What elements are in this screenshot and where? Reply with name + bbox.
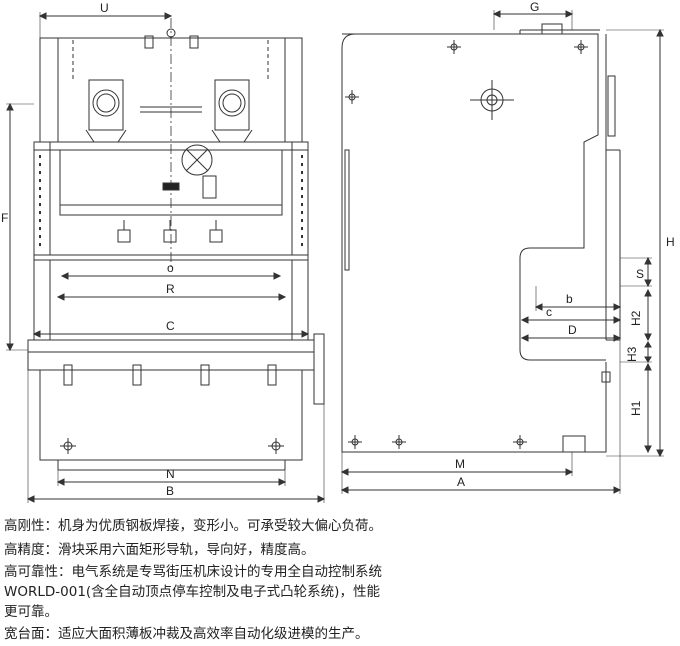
dim-label-c: C bbox=[166, 319, 175, 333]
dim-label-c-side: c bbox=[546, 305, 552, 319]
dim-label-f: F bbox=[1, 211, 8, 225]
feature-reliability-line2: WORLD-001(含全自动顶点停车控制及电子式凸轮系统)，性能 bbox=[4, 584, 380, 600]
feature-reliability-line3: 更可靠。 bbox=[4, 604, 58, 620]
dimension-labels: U F o R C N B G H S b c D H2 H3 H1 M A bbox=[1, 0, 675, 498]
dim-label-n: N bbox=[166, 467, 175, 481]
dim-label-h: H bbox=[666, 235, 675, 249]
dim-label-s: S bbox=[636, 267, 644, 281]
press-machine-drawing: U F o R C N B G H S b c D H2 H3 H1 M A bbox=[1, 0, 675, 503]
dim-label-h2: H2 bbox=[629, 310, 643, 326]
front-view bbox=[6, 12, 326, 503]
dim-label-b-side: b bbox=[566, 292, 573, 306]
feature-reliability-line1: 高可靠性：电气系统是专骂街压机床设计的专用全自动控制系统 bbox=[4, 564, 382, 580]
dim-label-d: D bbox=[568, 323, 577, 337]
dim-label-h3: H3 bbox=[625, 346, 639, 362]
dim-label-b-front: B bbox=[166, 484, 174, 498]
dim-label-u: U bbox=[100, 1, 109, 15]
dim-label-a: A bbox=[457, 475, 465, 489]
feature-precision: 高精度：滑块采用六面矩形导轨，导向好，精度高。 bbox=[4, 542, 315, 558]
dim-label-o: o bbox=[167, 261, 174, 275]
feature-wide-table: 宽台面：适应大面积薄板冲裁及高效率自动化级进模的生产。 bbox=[4, 626, 369, 642]
dim-label-m: M bbox=[455, 457, 465, 471]
dim-label-g: G bbox=[530, 0, 539, 14]
dim-label-h1: H1 bbox=[629, 400, 643, 416]
feature-rigidity: 高刚性：机身为优质钢板焊接，变形小。可承受较大偏心负荷。 bbox=[4, 518, 382, 534]
dim-label-r: R bbox=[166, 282, 175, 296]
side-view bbox=[340, 10, 664, 494]
